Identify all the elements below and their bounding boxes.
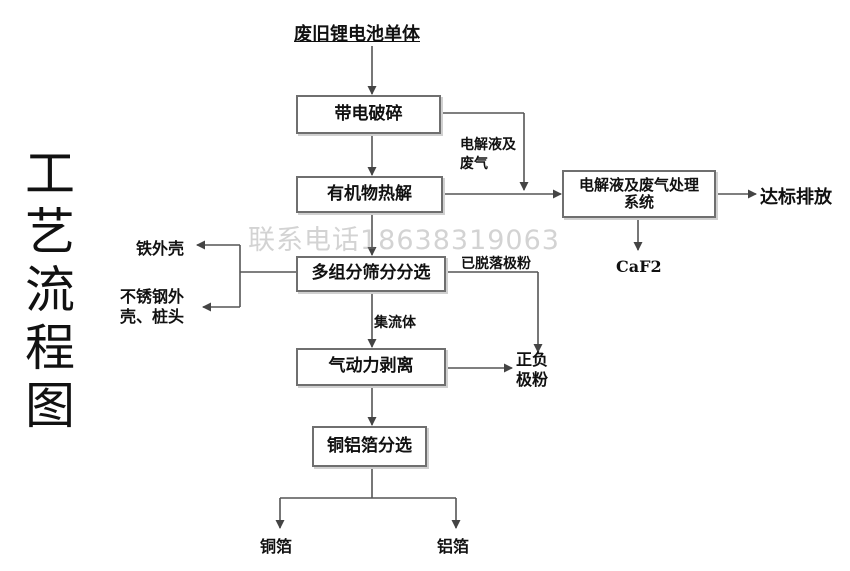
node-steel-line2: 壳、桩头 <box>120 307 185 326</box>
node-crush-label: 带电破碎 <box>334 103 403 124</box>
node-aluminum-foil: 铝箔 <box>437 537 470 556</box>
node-discharge: 达标排放 <box>760 187 832 208</box>
node-cu-al-separation: 铜铝箔分选 <box>312 426 427 467</box>
node-crush: 带电破碎 <box>296 95 441 134</box>
node-cu-al-separation-label: 铜铝箔分选 <box>327 435 412 456</box>
watermark: 联系电话18638319063 <box>248 225 560 256</box>
node-pyrolysis-label: 有机物热解 <box>327 183 412 204</box>
title-char: 艺 <box>25 203 75 261</box>
title-char: 流 <box>25 261 75 319</box>
node-powder-line1: 正负 <box>516 350 549 369</box>
node-stripping: 气动力剥离 <box>296 348 446 386</box>
edge-label-electrolyte-line2: 废气 <box>460 156 488 172</box>
node-screening: 多组分筛分分选 <box>296 256 446 292</box>
edge-label-electrolyte-gas: 电解液及 废气 <box>460 136 516 174</box>
title-char: 工 <box>25 145 75 203</box>
node-treatment-line1: 电解液及废气处理 <box>578 175 699 194</box>
node-powder-line2: 极粉 <box>516 370 549 389</box>
node-copper-foil: 铜箔 <box>260 537 293 556</box>
vertical-title: 工 艺 流 程 图 <box>20 145 80 435</box>
node-treatment-line2: 系统 <box>623 193 654 211</box>
edge-label-current-collector: 集流体 <box>374 315 416 331</box>
title-char: 程 <box>25 319 75 377</box>
node-treatment-system: 电解液及废气处理 系统 <box>562 170 716 218</box>
node-steel-line1: 不锈钢外 <box>120 287 185 306</box>
node-stripping-label: 气动力剥离 <box>328 356 414 377</box>
node-iron-shell: 铁外壳 <box>136 239 185 258</box>
edge-label-detached-powder: 已脱落极粉 <box>461 256 531 272</box>
node-screening-label: 多组分筛分分选 <box>311 263 431 284</box>
node-electrode-powder: 正负 极粉 <box>516 350 548 390</box>
node-steel-shell: 不锈钢外 壳、桩头 <box>120 287 184 327</box>
edge-label-electrolyte-line1: 电解液及 <box>460 137 516 153</box>
title-char: 图 <box>25 377 75 435</box>
node-input: 废旧锂电池单体 <box>294 24 420 45</box>
node-caf2: CaF2 <box>616 257 662 276</box>
node-pyrolysis: 有机物热解 <box>296 176 443 213</box>
